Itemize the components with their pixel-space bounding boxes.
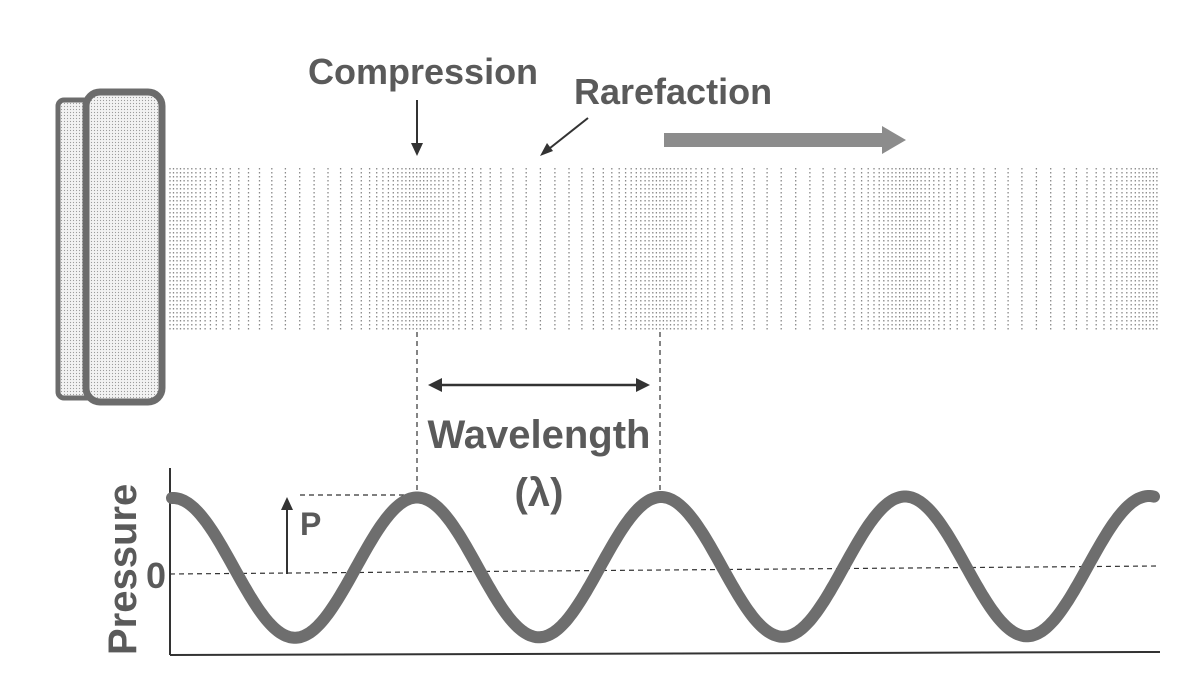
propagation-arrow-icon (664, 126, 906, 154)
pressure-wave (166, 490, 1160, 644)
wavelength-label: Wavelength (428, 413, 651, 457)
rarefaction-pointer-icon (540, 117, 589, 156)
transducer-icon (55, 88, 166, 406)
amplitude-label: P (300, 506, 321, 542)
rarefaction-label: Rarefaction (574, 71, 772, 112)
pressure-axis-label: Pressure (101, 484, 145, 655)
wave-medium (169, 168, 1158, 330)
amplitude-arrow-icon (281, 497, 293, 574)
compression-pointer-icon (411, 100, 423, 156)
wavelength-double-arrow-icon (428, 378, 650, 392)
lambda-symbol: (λ) (515, 471, 564, 515)
zero-label: 0 (146, 555, 166, 596)
compression-label: Compression (308, 51, 538, 92)
wavelength-guides (169, 332, 1158, 575)
